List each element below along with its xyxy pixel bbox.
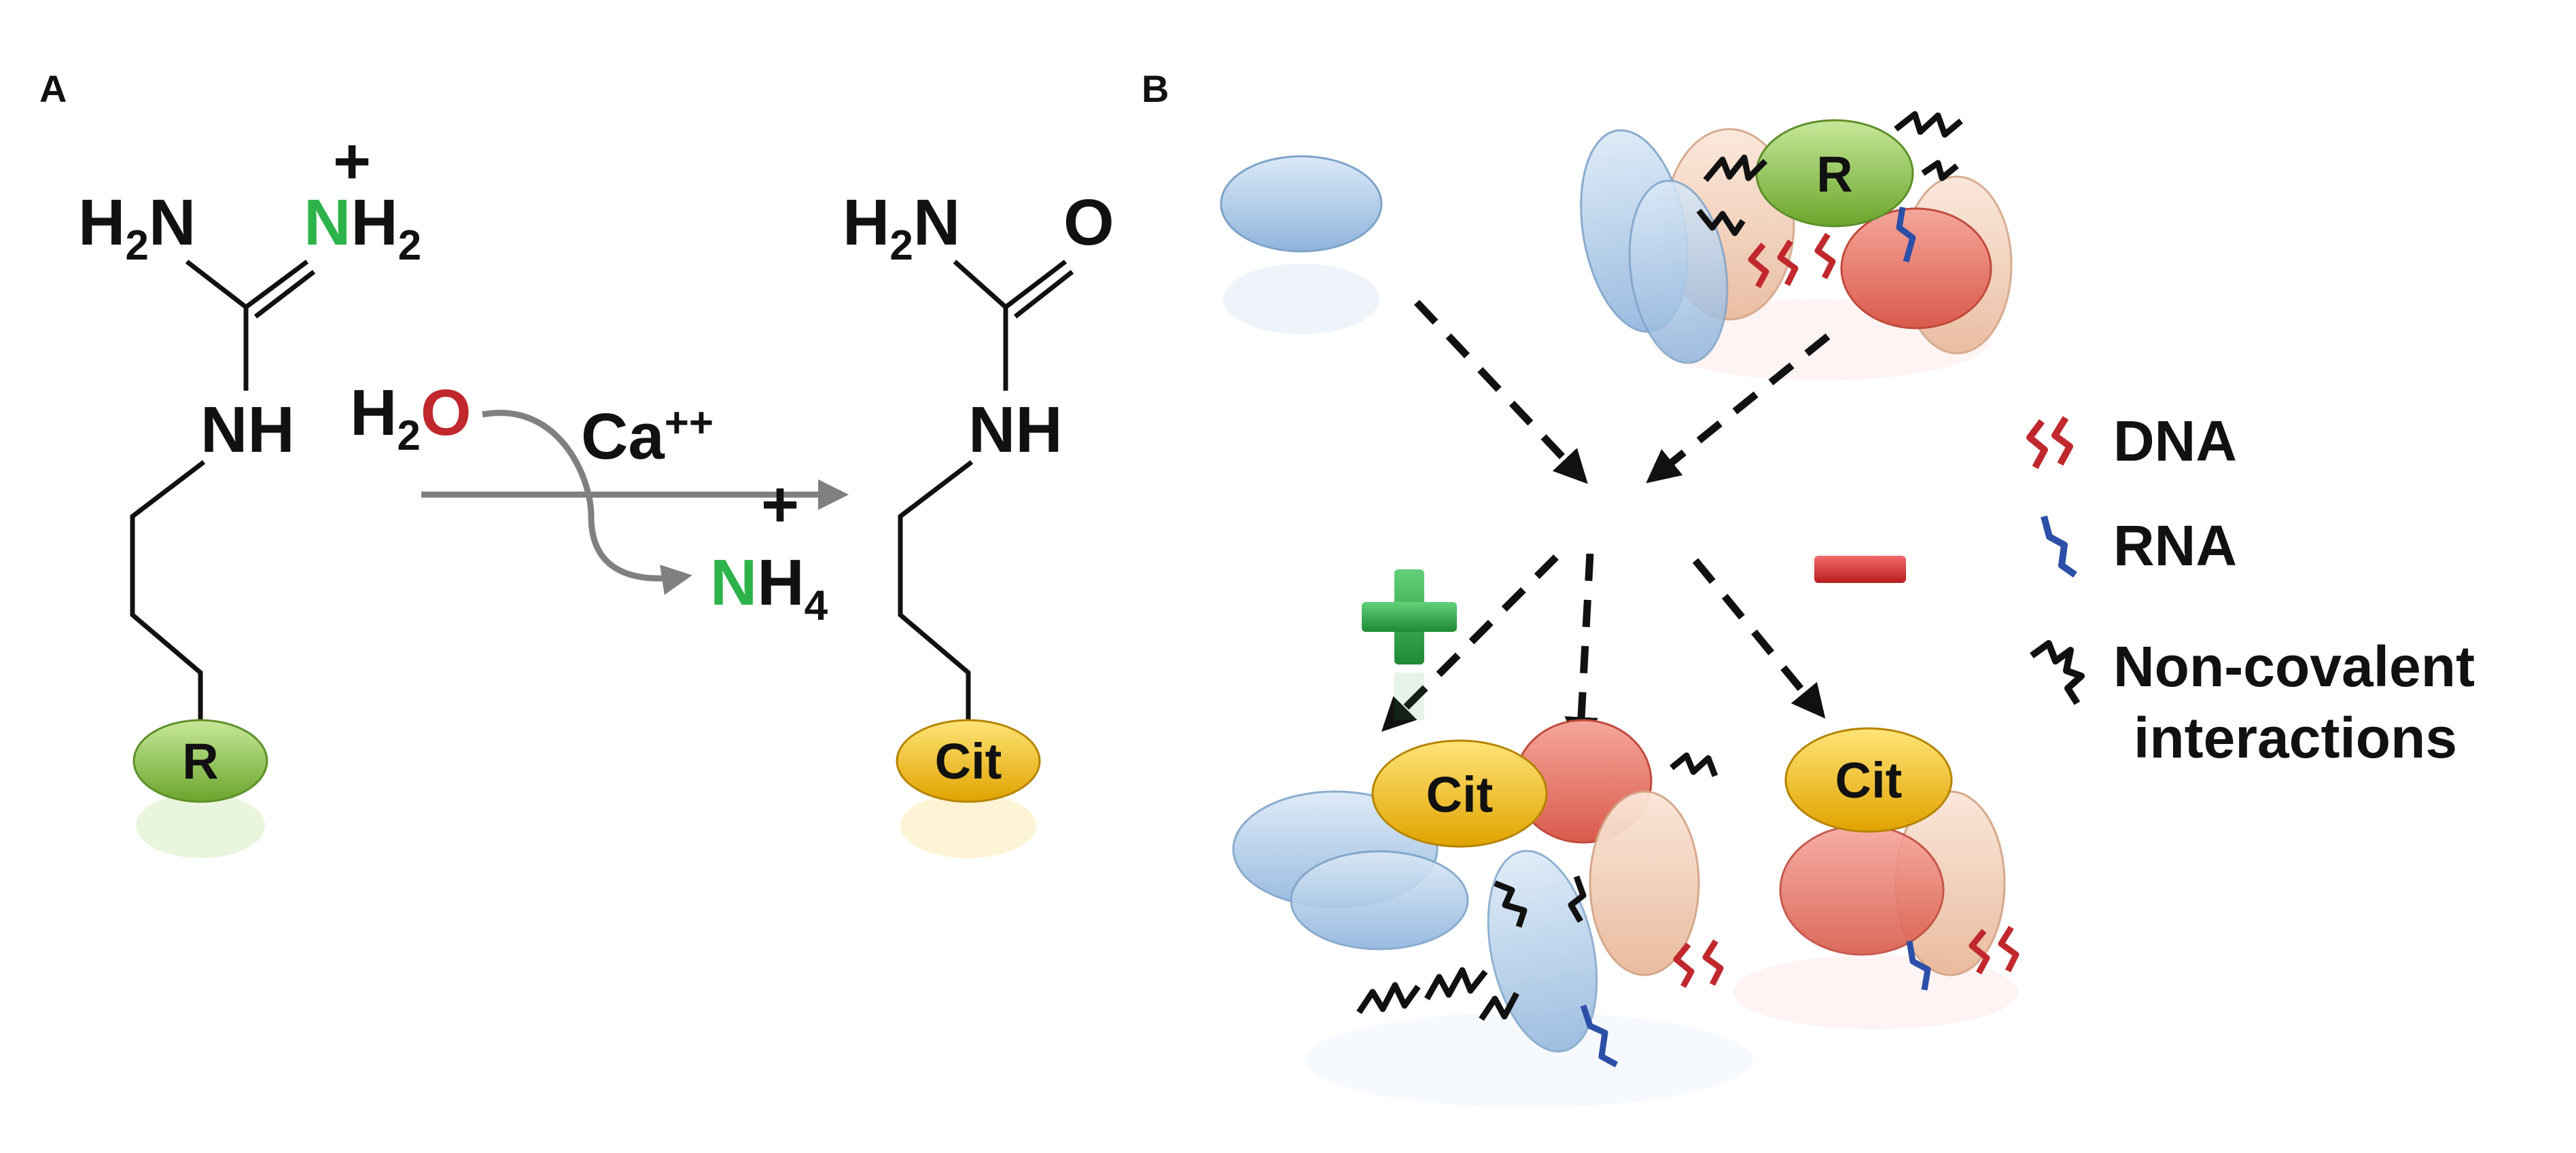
panel-label-b: B [1142, 67, 1169, 110]
legend-rna: RNA [2041, 514, 2237, 578]
minus-sign: − [1814, 556, 1906, 583]
citrulline-residue-reflection [900, 793, 1036, 858]
citrulline-residue [896, 719, 1041, 803]
pathway-arrows [1381, 300, 1831, 751]
arginine-residue [133, 719, 268, 803]
calcium-label: Ca++ [581, 400, 713, 473]
arginine-residue-reflection [136, 793, 265, 858]
water-curve-arrow [482, 410, 692, 595]
product-nh: NH [968, 393, 1063, 466]
legend-rna-label: RNA [2113, 514, 2237, 578]
arrow-free-to-center [1413, 300, 1588, 484]
substrate-charge: + [333, 125, 371, 198]
citrulline-residue-label: Cit [935, 733, 1002, 790]
bottom-right-citrulline [1784, 727, 1953, 833]
rna-icon [2041, 515, 2077, 578]
legend: DNA RNA Non-covalent interactions [2026, 409, 2475, 770]
arrow-center-to-right [1692, 558, 1826, 719]
legend-noncovalent: Non-covalent interactions [2030, 635, 2475, 770]
legend-dna: DNA [2026, 409, 2237, 473]
ammonium-label: NH4 [710, 546, 828, 629]
noncovalent-icon [2030, 640, 2085, 705]
water-label: H2O [350, 376, 471, 459]
legend-noncovalent-line1: Non-covalent [2113, 635, 2475, 698]
arrow-center-to-left [1381, 554, 1559, 732]
arrow-center-to-middle [1564, 553, 1598, 751]
bottom-right-citrulline-label: Cit [1835, 752, 1903, 809]
top-complex: R [1580, 111, 2013, 380]
bottom-right-complex: Cit [1733, 727, 2019, 1029]
citrulline-structure: H2N O NH Cit [843, 186, 1114, 858]
arginine-structure: H2N + NH2 NH R [78, 125, 421, 858]
panel-label-a: A [39, 67, 67, 110]
reaction-arrow-group: H2O Ca++ + NH4 [350, 376, 849, 629]
substrate-nh: NH [200, 393, 295, 466]
product-oxygen: O [1063, 186, 1114, 259]
legend-noncovalent-line2: interactions [2134, 706, 2457, 770]
ammonium-charge: + [761, 468, 799, 541]
free-protein [1220, 155, 1383, 334]
substrate-iminium: NH2 [304, 186, 421, 269]
substrate-amine: H2N [78, 186, 196, 269]
bottom-left-complex: Cit [1232, 719, 1753, 1107]
arginine-residue-label: R [182, 733, 218, 790]
plus-sign: + [1362, 569, 1457, 720]
bottom-left-citrulline [1371, 739, 1548, 848]
arrow-complex-to-center [1646, 333, 1831, 484]
free-protein-ellipse [1220, 155, 1383, 253]
legend-dna-label: DNA [2113, 409, 2237, 473]
bottom-left-citrulline-label: Cit [1426, 766, 1494, 823]
complex-arginine-label: R [1816, 146, 1852, 202]
product-amine: H2N [843, 186, 960, 269]
dna-icon [2026, 416, 2073, 469]
